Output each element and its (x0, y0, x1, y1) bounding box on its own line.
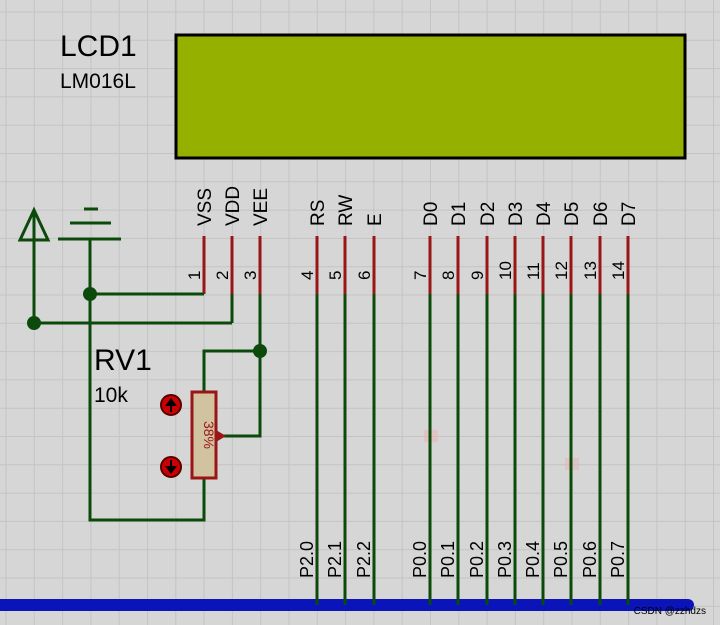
lcd-pin-name: VDD (223, 186, 244, 226)
lcd-pin-name: D0 (421, 202, 442, 226)
net-label: P0.5 (551, 541, 571, 578)
arrow-down-icon (165, 466, 177, 474)
net-label: P0.4 (523, 541, 543, 578)
lcd-screen (174, 33, 687, 160)
lcd-pin-name: D5 (562, 202, 583, 226)
lcd-pin-number: 8 (439, 271, 458, 280)
lcd-pin-name: RW (336, 195, 357, 226)
lcd-component[interactable]: LCD1 LM016L VSS 1 VDD 2 VEE 3 RS 4 RW 5 E 6 D0 7 D1 8 D2… (60, 30, 687, 294)
lcd-pin-number: 4 (298, 271, 317, 280)
lcd-pin-name: D3 (506, 202, 527, 226)
lcd-pin-number: 2 (213, 271, 232, 280)
lcd-model-label: LM016L (60, 70, 136, 93)
potentiometer-rv1[interactable]: RV1 10k 38% (88, 294, 267, 522)
lcd-pin-number: 5 (326, 271, 345, 280)
pot-increase-button[interactable] (160, 394, 182, 416)
pot-wiper-percent: 38% (201, 421, 217, 449)
lcd-pin-number: 10 (496, 261, 515, 280)
supply-wires (27, 287, 232, 330)
lcd-pin-name: D2 (478, 202, 499, 226)
resistor-body (190, 390, 218, 480)
net-label: P0.3 (495, 541, 515, 578)
arrow-up-icon (165, 398, 177, 406)
pot-value-label: 10k (94, 384, 128, 407)
lcd-pins: VSS 1 VDD 2 VEE 3 RS 4 RW 5 E 6 D0 7 D1 8 D2 9 D3 10 D4 11 D5 1… (185, 186, 640, 294)
lcd-pin-number: 14 (609, 261, 628, 280)
pot-decrease-button[interactable] (160, 456, 182, 478)
net-label: P2.2 (354, 541, 374, 578)
net-label: P2.1 (325, 541, 345, 578)
net-label: P0.7 (608, 541, 628, 578)
pot-ref-label: RV1 (94, 344, 152, 377)
net-label: P2.0 (297, 541, 317, 578)
power-terminal-icon[interactable] (17, 206, 51, 323)
lcd-pin-name: E (365, 213, 386, 226)
lcd-pin-name: VSS (195, 188, 216, 226)
lcd-pin-number: 1 (185, 271, 204, 280)
lcd-pin-number: 6 (355, 271, 374, 280)
watermark: CSDN @zzhdzs (634, 606, 706, 617)
lcd-pin-number: 3 (241, 271, 260, 280)
lcd-pin-name: D6 (591, 202, 612, 226)
lcd-pin-number: 11 (524, 262, 543, 280)
ground-terminal-icon[interactable] (58, 207, 121, 294)
net-label: P0.2 (467, 541, 487, 578)
net-label: P0.0 (410, 541, 430, 578)
lcd-pin-name: D1 (449, 202, 470, 226)
lcd-pin-number: 7 (411, 271, 430, 280)
net-label: P0.1 (438, 541, 458, 578)
lcd-pin-name: RS (308, 200, 329, 226)
lcd-pin-name: D7 (619, 202, 640, 226)
lcd-pin-number: 13 (581, 261, 600, 280)
wiper-arrow-icon (216, 430, 226, 442)
net-label: P0.6 (580, 541, 600, 578)
lcd-pin-number: 12 (552, 261, 571, 280)
lcd-pin-name: VEE (251, 188, 272, 226)
net-wires: P2.0 P2.1 P2.2 P0.0 P0.1 P0.2 P0.3 P0.4 P0.5 P0.6… (230, 294, 630, 605)
lcd-ref-label: LCD1 (60, 30, 137, 63)
lcd-pin-name: D4 (534, 201, 555, 226)
lcd-pin-number: 9 (468, 271, 487, 280)
